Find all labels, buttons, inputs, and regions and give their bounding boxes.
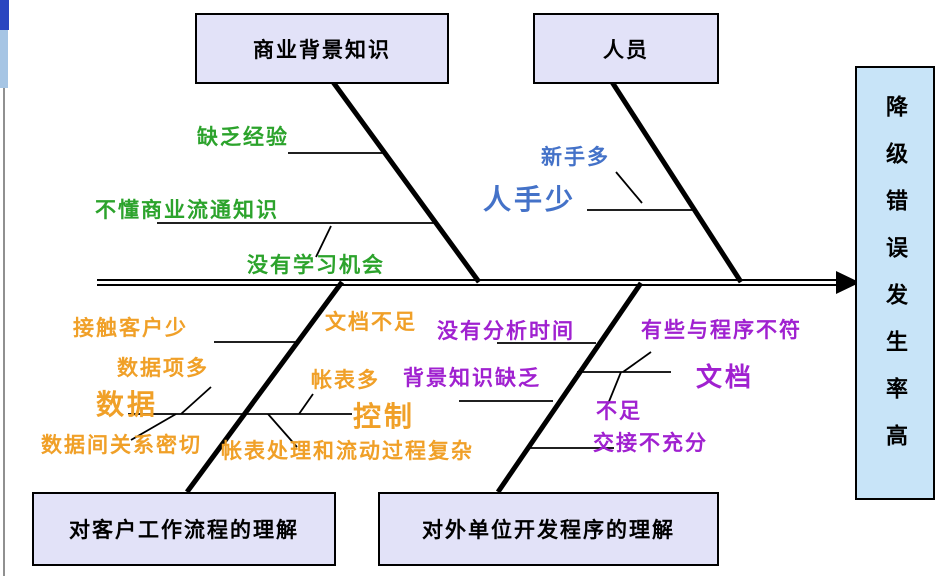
- cause-short-staffed: 人手少: [483, 184, 577, 215]
- cause-no-business-knowledge: 不懂商业流通知识: [95, 199, 279, 222]
- cause-lack-experience: 缺乏经验: [197, 126, 289, 149]
- tick-many-novices: [615, 171, 643, 204]
- cause-complex-ledger-flow: 帐表处理和流动过程复杂: [221, 440, 474, 463]
- effect-box: 降级错误发生率高: [855, 66, 935, 500]
- category-box-external-program: 对外单位开发程序的理解: [378, 492, 719, 566]
- category-box-customer-workflow: 对客户工作流程的理解: [32, 492, 336, 566]
- bone-business: [330, 80, 482, 284]
- window-edge-accent-dark: [0, 0, 9, 30]
- cause-poor-handover: 交接不充分: [593, 432, 708, 455]
- cause-many-data-items: 数据项多: [117, 357, 209, 380]
- window-edge-accent-light: [0, 30, 8, 88]
- cause-many-ledgers: 帐表多: [311, 369, 380, 392]
- cause-insufficient: 不足: [596, 400, 642, 423]
- cause-control: 控制: [353, 401, 416, 432]
- cause-document: 文档: [696, 362, 755, 392]
- tick-many-data-items: [180, 386, 212, 415]
- cause-data: 数据: [96, 389, 159, 420]
- cause-lack-background: 背景知识缺乏: [403, 367, 541, 390]
- tick-close-data-relations: [130, 413, 177, 441]
- tick-many-ledgers: [298, 393, 314, 415]
- window-left-border: [3, 88, 5, 576]
- bone-personnel: [609, 80, 744, 284]
- cause-many-novices: 新手多: [541, 146, 610, 169]
- cause-close-data-relations: 数据间关系密切: [41, 434, 202, 457]
- tick-insufficient: [607, 371, 622, 405]
- sub-branches: [128, 152, 697, 449]
- cause-no-analysis-time: 没有分析时间: [437, 320, 575, 343]
- tick-mismatch-program: [622, 351, 652, 373]
- bone-customer-workflow: [184, 280, 345, 494]
- spine-arrowhead-icon: [836, 271, 860, 294]
- tick-no-learning-chance: [315, 225, 332, 258]
- bone-external-program: [495, 281, 644, 494]
- effect-text: 降级错误发生率高: [883, 95, 908, 471]
- main-bones: [184, 80, 744, 494]
- cause-insufficient-docs: 文档不足: [325, 311, 417, 334]
- category-box-personnel: 人员: [533, 13, 719, 84]
- cause-mismatch-program: 有些与程序不符: [641, 319, 802, 342]
- tick-complex-ledger-flow: [267, 413, 298, 448]
- cause-no-learning-chance: 没有学习机会: [247, 254, 385, 277]
- category-box-business: 商业背景知识: [195, 13, 449, 84]
- cause-little-customer-contact: 接触客户少: [73, 317, 188, 340]
- spine-group: [97, 279, 840, 286]
